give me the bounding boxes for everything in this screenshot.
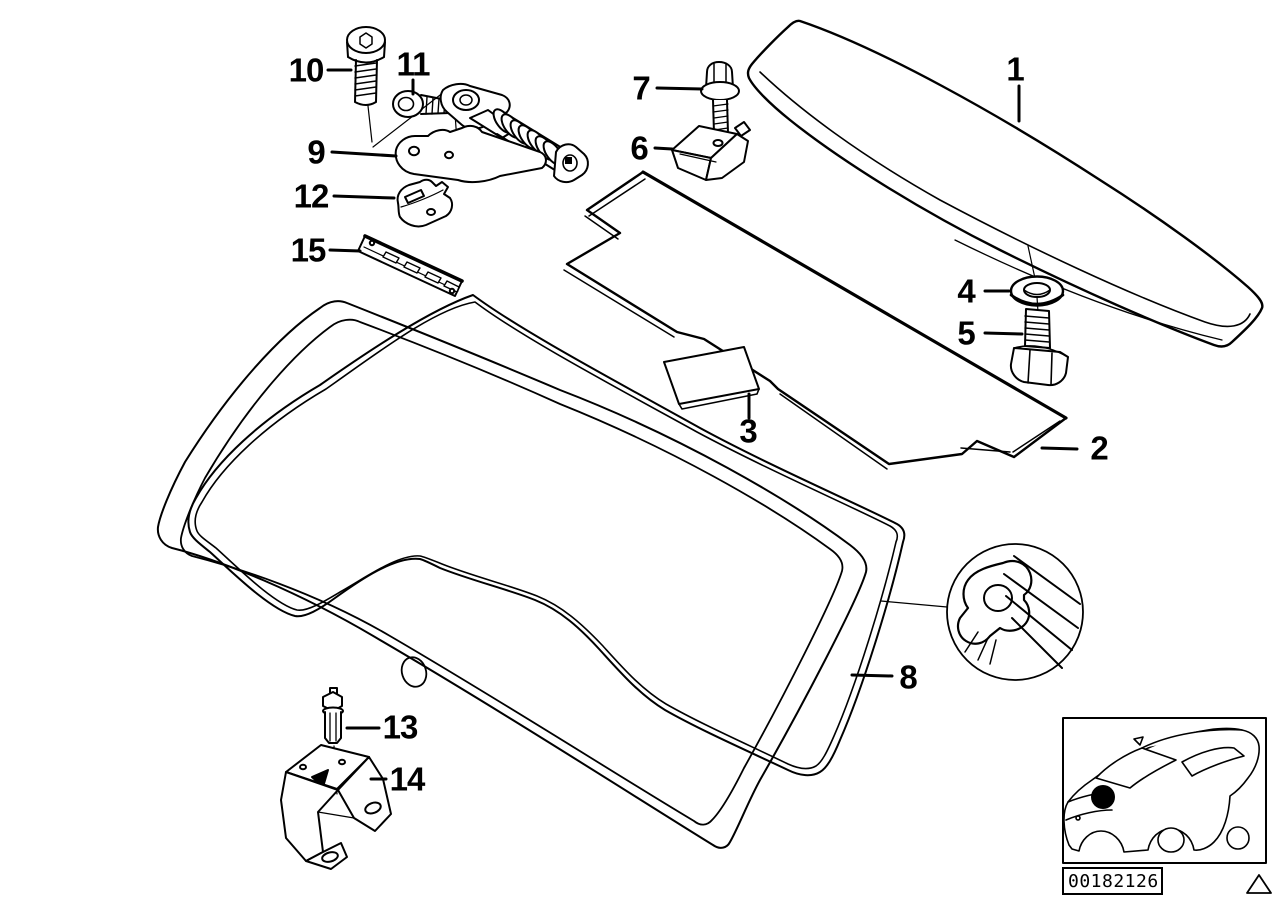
callout-12[interactable]: 12: [293, 177, 330, 215]
callout-4[interactable]: 4: [957, 272, 975, 310]
callout-2[interactable]: 2: [1090, 429, 1108, 467]
seal-detail-circle: [880, 543, 1084, 681]
callout-6[interactable]: 6: [630, 129, 648, 167]
callout-7[interactable]: 7: [632, 69, 650, 107]
callout-11[interactable]: 11: [396, 45, 431, 83]
image-number: 00182126: [1062, 867, 1163, 895]
insulation-panel: [563, 170, 1068, 470]
location-dot: [1091, 785, 1115, 809]
rear-window-glass: [187, 294, 906, 777]
slotted-rail: [357, 234, 464, 297]
callout-3[interactable]: 3: [739, 412, 757, 450]
stop-bracket: [671, 121, 751, 181]
callout-13[interactable]: 13: [382, 708, 419, 746]
callout-8[interactable]: 8: [899, 658, 917, 696]
callout-1[interactable]: 1: [1006, 50, 1024, 88]
parcel-shelf: [746, 19, 1264, 348]
bolt-5: [1009, 308, 1069, 387]
car-location-box: [1062, 717, 1267, 864]
washer: [1009, 275, 1065, 313]
window-aperture-outline: [156, 300, 868, 849]
car-icon: [1063, 727, 1260, 853]
screw-10: [346, 26, 386, 143]
detail-leader-line: [880, 600, 948, 608]
bolt-7: [700, 61, 740, 167]
callout-10[interactable]: 10: [288, 51, 325, 89]
callout-9[interactable]: 9: [307, 133, 325, 171]
hinge-drive-assembly: [394, 82, 589, 184]
warning-triangle-icon: [1246, 874, 1272, 894]
callout-5[interactable]: 5: [957, 314, 975, 352]
callout-14[interactable]: 14: [389, 760, 426, 798]
clip: [396, 178, 454, 228]
adhesive-pad: [663, 346, 760, 410]
sensor: [322, 687, 344, 795]
callout-15[interactable]: 15: [290, 231, 327, 269]
leader-lines: [326, 68, 1079, 781]
seal-cross-section: [956, 555, 1081, 669]
mounting-bracket: [280, 744, 392, 870]
